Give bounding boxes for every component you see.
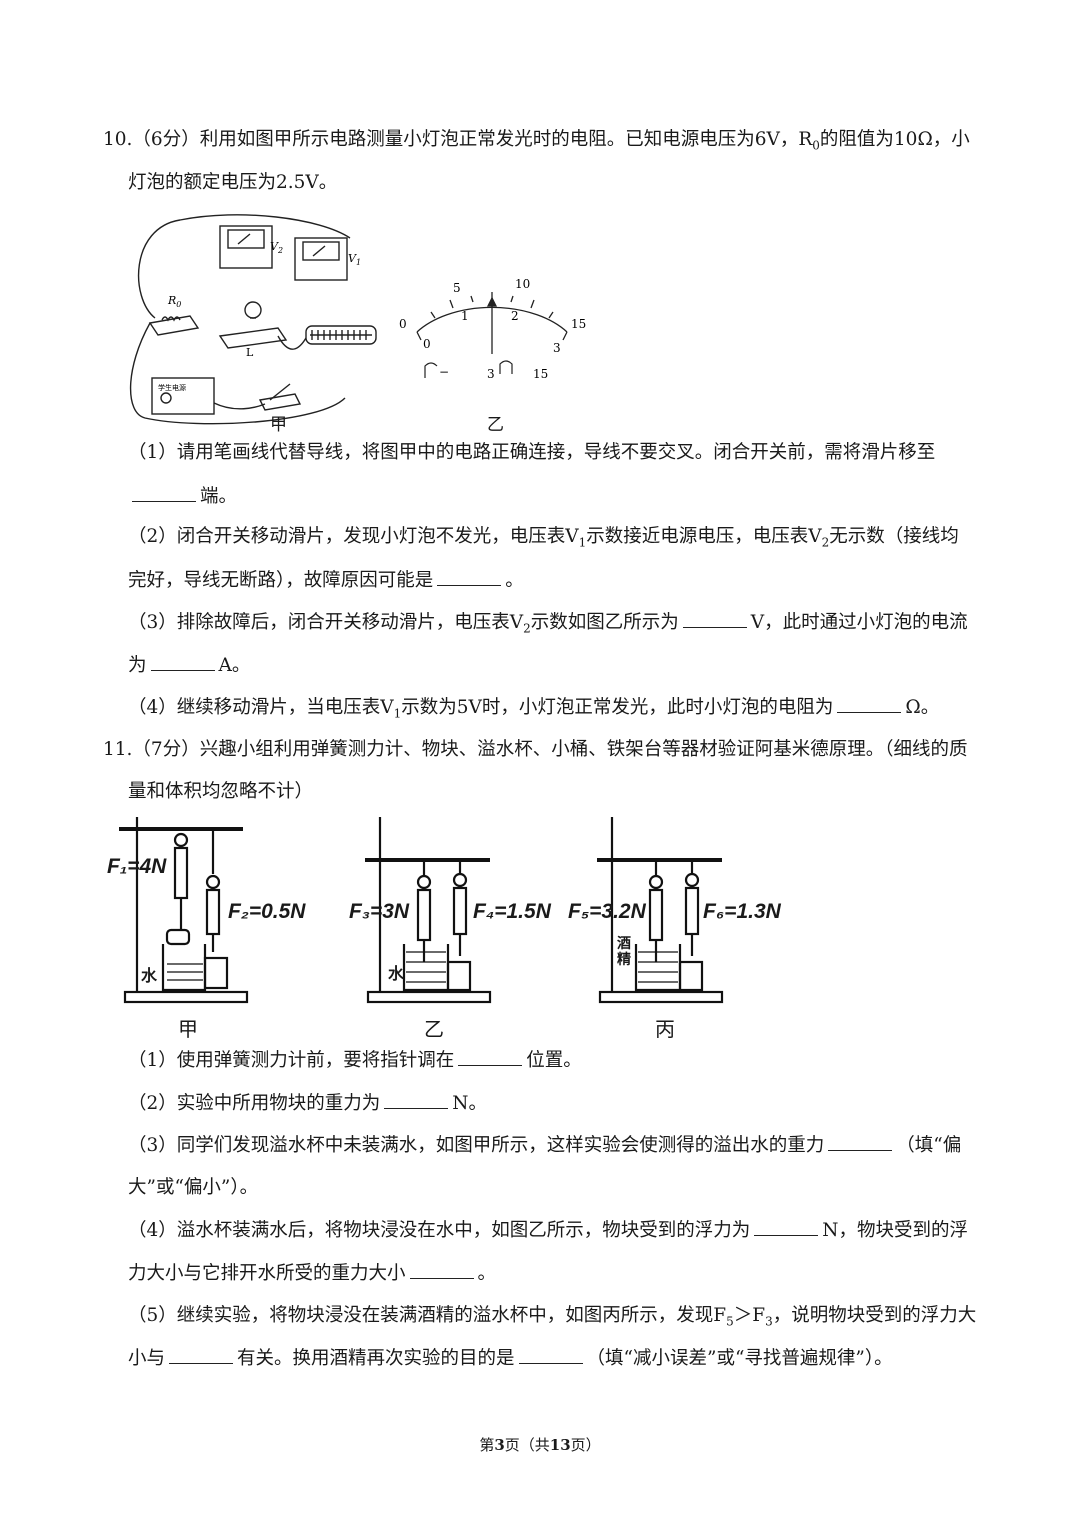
q11-sub1-line1: （1）使用弹簧测力计前，要将指针调在位置。 (128, 1047, 582, 1074)
page-total: 13 (549, 1436, 571, 1454)
q11-label-f2: F₂=0.5N (228, 900, 306, 923)
q11-sub3-blank[interactable] (828, 1132, 893, 1151)
meter-terminal-neg: − (439, 365, 449, 379)
q11-sub1-blank[interactable] (458, 1047, 523, 1066)
meter-terminal-3: 3 (487, 367, 495, 381)
q11-stem-line2: 量和体积均忽略不计） (128, 781, 314, 802)
meter-scale-bottom-3: 3 (553, 341, 561, 355)
q11-sub5-line1: （5）继续实验，将物块浸没在装满酒精的溢水杯中，如图丙所示，发现F5＞F3，说明… (128, 1305, 977, 1329)
v2-label: V2 (270, 240, 283, 255)
q11-sub5-blank-factor[interactable] (169, 1345, 234, 1364)
q11-stem-line1: 11.（7分）兴趣小组利用弹簧测力计、物块、溢水杯、小桶、铁架台等器材验证阿基米… (103, 739, 968, 760)
q11-sub3-line2: 大”或“偏小”）。 (128, 1177, 259, 1198)
q11-label-water-b: 水 (388, 964, 405, 983)
q10-sub1-line2: 端。 (128, 483, 237, 510)
q11-label-f1: F₁=4N (107, 855, 167, 878)
q11-figure-b (365, 817, 492, 1004)
page-number: 3 (494, 1436, 505, 1454)
q10-stem-line2: 灯泡的额定电压为2.5V。 (128, 172, 338, 193)
page-footer: 第3页（共13页） (479, 1436, 601, 1454)
meter-scale-top-5: 5 (453, 281, 461, 295)
q11-figure-c (597, 817, 724, 1004)
q11-sub4-line2: 力大小与它排开水所受的重力大小。 (128, 1260, 496, 1287)
q11-label-f5: F₅=3.2N (568, 900, 646, 923)
q10-figure-a-circuit: V2 V1 R0 L 学生电源 (129, 214, 377, 425)
lamp-label: L (246, 346, 254, 359)
q10-sub4-line1: （4）继续移动滑片，当电压表V1示数为5V时，小灯泡正常发光，此时小灯泡的电阻为… (128, 694, 939, 721)
q11-sub4-blank-compare[interactable] (409, 1260, 474, 1279)
q11-label-water-a: 水 (141, 966, 158, 985)
q11-figure-a-caption: 甲 (178, 1017, 198, 1041)
q10-sub1-line1: （1）请用笔画线代替导线，将图甲中的电路正确连接，导线不要交叉。闭合开关前，需将… (128, 442, 936, 463)
meter-scale-top-10: 10 (515, 277, 530, 291)
q10-sub4-blank[interactable] (837, 694, 902, 713)
meter-scale-top-0: 0 (399, 317, 407, 331)
q11-figure-c-caption: 丙 (655, 1017, 675, 1041)
q10-sub1-blank[interactable] (132, 483, 196, 502)
q11-sub2-blank[interactable] (384, 1090, 449, 1109)
q11-sub4-blank-buoyancy[interactable] (754, 1217, 819, 1236)
q11-sub5-line2: 小与有关。换用酒精再次实验的目的是（填“减小误差”或“寻找普遍规律”）。 (128, 1345, 893, 1372)
q10-figure-b-meter: 0 5 10 15 0 1 2 3 − 3 15 (399, 277, 586, 381)
q10-figure-a-caption: 甲 (270, 415, 287, 435)
q10-sub2-blank[interactable] (437, 567, 502, 586)
v1-label: V1 (348, 252, 361, 267)
q11-sub3-line1: （3）同学们发现溢水杯中未装满水，如图甲所示，这样实验会使测得的溢出水的重力（填… (128, 1132, 961, 1159)
q11-label-f4: F₄=1.5N (473, 900, 551, 923)
q11-figure-a (119, 817, 249, 1004)
meter-scale-top-15: 15 (571, 317, 586, 331)
q10-sub3-blank-voltage[interactable] (682, 609, 747, 628)
meter-scale-bottom-0: 0 (423, 337, 431, 351)
q11-label-f6: F₆=1.3N (703, 900, 781, 923)
q10-figure-b-caption: 乙 (487, 415, 504, 435)
meter-scale-bottom-1: 1 (461, 309, 469, 323)
meter-scale-bottom-2: 2 (511, 309, 519, 323)
q11-label-alcohol: 酒精 (617, 936, 631, 968)
r0-label: R0 (167, 294, 181, 309)
q11-label-f3: F₃=3N (349, 900, 410, 923)
q11-sub5-blank-purpose[interactable] (518, 1345, 583, 1364)
supply-label: 学生电源 (158, 383, 186, 392)
q11-figure-b-caption: 乙 (424, 1017, 444, 1041)
q10-stem-line1: 10.（6分）利用如图甲所示电路测量小灯泡正常发光时的电阻。已知电源电压为6V，… (103, 129, 970, 153)
q10-sub2-line2: 完好，导线无断路），故障原因可能是。 (128, 567, 524, 594)
meter-terminal-15: 15 (533, 367, 548, 381)
q10-sub3-blank-current[interactable] (150, 652, 215, 671)
q10-sub2-line1: （2）闭合开关移动滑片，发现小灯泡不发光，电压表V1示数接近电源电压，电压表V2… (128, 526, 959, 550)
